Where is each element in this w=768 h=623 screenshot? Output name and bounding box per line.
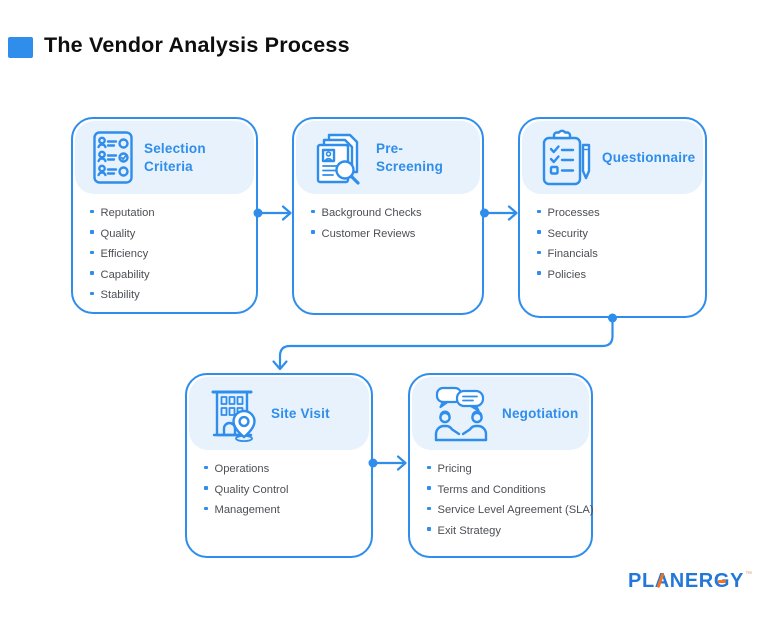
bullet-icon: [90, 230, 94, 234]
card-list: Operations Quality Control Management: [187, 459, 371, 521]
card-list: Reputation Quality Efficiency Capability…: [73, 203, 256, 306]
bullet-icon: [537, 209, 541, 213]
bullet-icon: [537, 250, 541, 254]
bullet-icon: [427, 486, 431, 490]
logo-accent-g: [718, 580, 726, 583]
list-item: Reputation: [90, 203, 246, 224]
card-title: Negotiation: [502, 405, 579, 421]
bullet-icon: [204, 486, 208, 490]
bullet-icon: [311, 230, 315, 234]
bullet-icon: [90, 291, 94, 295]
bullet-icon: [427, 527, 431, 531]
list-item: Stability: [90, 285, 246, 306]
clipboard-pencil-icon: [540, 129, 592, 187]
list-item: Customer Reviews: [311, 224, 472, 245]
list-item: Service Level Agreement (SLA): [427, 500, 594, 521]
list-item: Background Checks: [311, 203, 472, 224]
card-site-visit: Site Visit Operations Quality Control Ma…: [185, 373, 373, 558]
list-item: Quality: [90, 224, 246, 245]
bullet-icon: [311, 209, 315, 213]
bullet-icon: [90, 209, 94, 213]
logo-text: PLANERGY: [628, 570, 744, 592]
arrowhead-right-icon: [509, 207, 517, 220]
card-title: Site Visit: [271, 405, 330, 421]
planergy-logo: PLANERGY™: [628, 570, 752, 596]
list-item: Security: [537, 224, 695, 245]
card-title: Pre-Screening: [376, 140, 444, 174]
handshake-chat-icon: [430, 386, 492, 442]
bullet-icon: [537, 271, 541, 275]
arrowhead-down-icon: [274, 362, 287, 370]
card-list: Processes Security Financials Policies: [520, 203, 705, 285]
arrowhead-right-icon: [398, 457, 406, 470]
arrowhead-right-icon: [283, 207, 291, 220]
card-title: Selection Criteria: [144, 140, 206, 174]
list-item: Operations: [204, 459, 361, 480]
documents-magnifier-icon: [314, 130, 366, 186]
card-negotiation: Negotiation Pricing Terms and Conditions…: [408, 373, 594, 558]
list-item: Pricing: [427, 459, 581, 480]
bullet-icon: [427, 506, 431, 510]
list-item: Processes: [537, 203, 695, 224]
title-accent-bar: [8, 37, 33, 58]
list-item: Efficiency: [90, 244, 246, 265]
card-selection-criteria: Selection Criteria Reputation Quality Ef…: [71, 117, 258, 314]
card-pre-screening: Pre-Screening Background Checks Customer…: [292, 117, 484, 315]
bullet-icon: [90, 271, 94, 275]
card-header: Site Visit: [189, 377, 369, 450]
card-questionnaire: Questionnaire Processes Security Financi…: [518, 117, 707, 318]
list-item: Terms and Conditions: [427, 480, 581, 501]
building-location-icon: [207, 385, 261, 443]
list-item: Management: [204, 500, 361, 521]
list-item: Capability: [90, 265, 246, 286]
people-checklist-icon: [93, 131, 134, 184]
bullet-icon: [427, 465, 431, 469]
trademark-symbol: ™: [744, 571, 753, 578]
bullet-icon: [90, 250, 94, 254]
bullet-icon: [204, 465, 208, 469]
list-item: Policies: [537, 265, 695, 286]
bullet-icon: [537, 230, 541, 234]
card-list: Pricing Terms and Conditions Service Lev…: [410, 459, 594, 542]
list-item: Quality Control: [204, 480, 361, 501]
card-header: Negotiation: [412, 377, 589, 450]
card-title: Questionnaire: [602, 149, 696, 165]
page-title: The Vendor Analysis Process: [44, 33, 350, 57]
list-item: Financials: [537, 244, 695, 265]
card-header: Selection Criteria: [75, 121, 254, 194]
card-list: Background Checks Customer Reviews: [294, 203, 482, 244]
list-item: Exit Strategy: [427, 521, 581, 542]
card-header: Questionnaire: [522, 121, 703, 194]
card-header: Pre-Screening: [296, 121, 480, 194]
bullet-icon: [204, 506, 208, 510]
